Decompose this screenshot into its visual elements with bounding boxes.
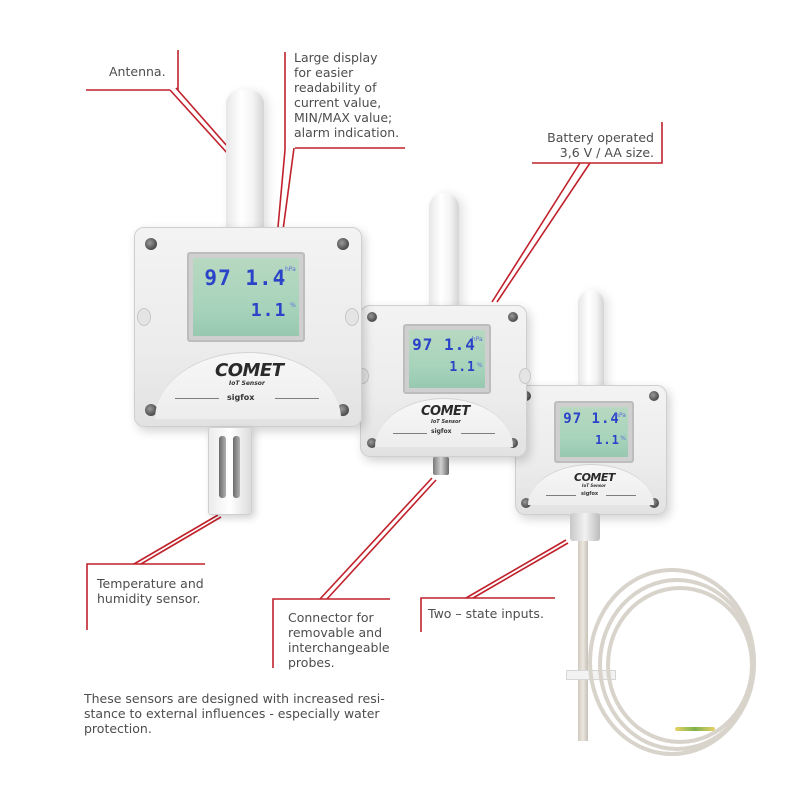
screw-icon [521, 498, 531, 508]
device-case: 97 1.4 hPa 1.1 % COMET IoT Sensor sigfox [515, 385, 667, 515]
device-medium: 97 1.4 hPa 1.1 % COMET IoT Sensor sigfox [355, 185, 531, 485]
footer-description: These sensors are designed with increase… [84, 691, 385, 736]
label-display: Large display for easier readability of … [294, 50, 400, 140]
screw-icon [508, 312, 518, 322]
lcd-secondary-unit: % [477, 362, 483, 369]
antenna [429, 193, 459, 318]
cable-gland [570, 513, 600, 541]
brand-logo: COMET [215, 360, 284, 381]
device-case: 97 1.4 hPa 1.1 % COMET IoT Sensor sigfox [134, 227, 362, 427]
lcd-secondary-value: 1.1 [250, 300, 287, 321]
antenna [226, 90, 264, 240]
sigfox-logo: sigfox [581, 491, 599, 497]
screw-icon [508, 438, 518, 448]
screw-icon [649, 391, 659, 401]
lcd-main-value: 97 1.4 [563, 411, 620, 427]
label-two-state-inputs: Two – state inputs. [428, 606, 544, 621]
label-connector: Connector for removable and interchangea… [288, 610, 390, 670]
brand-subtitle: IoT Sensor [431, 419, 461, 425]
cable-wires [675, 727, 715, 731]
screw-icon [367, 438, 377, 448]
lcd-secondary-unit: % [620, 435, 626, 442]
lcd-main-value: 97 1.4 [204, 266, 287, 290]
temperature-humidity-probe [208, 427, 252, 515]
label-battery: Battery operated 3,6 V / AA size. [547, 130, 654, 160]
lcd-display: 97 1.4 hPa 1.1 % [554, 401, 634, 463]
screw-icon [145, 238, 157, 250]
screw-icon [649, 498, 659, 508]
sigfox-logo: sigfox [431, 428, 452, 435]
lcd-display: 97 1.4 hPa 1.1 % [403, 324, 491, 394]
device-small: 97 1.4 hPa 1.1 % COMET IoT Sensor sigfox [510, 285, 670, 755]
lcd-main-unit: hPa [615, 412, 626, 419]
probe-connector [433, 457, 449, 475]
lcd-secondary-unit: % [290, 302, 296, 309]
label-antenna: Antenna. [109, 64, 166, 79]
brand-subtitle: IoT Sensor [582, 483, 606, 488]
device-large: 97 1.4 hPa 1.1 % COMET IoT Sensor sigfox [130, 85, 370, 525]
label-temperature-sensor: Temperature and humidity sensor. [97, 576, 204, 606]
antenna [578, 290, 604, 400]
lcd-main-unit: hPa [285, 266, 296, 273]
lcd-display: 97 1.4 hPa 1.1 % [187, 252, 305, 342]
brand-logo: COMET [574, 471, 615, 484]
device-case: 97 1.4 hPa 1.1 % COMET IoT Sensor sigfox [357, 305, 531, 457]
lcd-secondary-value: 1.1 [595, 433, 620, 447]
cable [578, 541, 588, 741]
lcd-secondary-value: 1.1 [449, 360, 476, 375]
lcd-main-value: 97 1.4 [412, 335, 476, 354]
screw-icon [145, 404, 157, 416]
screw-icon [337, 238, 349, 250]
brand-subtitle: IoT Sensor [229, 380, 265, 387]
lcd-main-unit: hPa [471, 336, 483, 343]
brand-logo: COMET [421, 404, 470, 419]
screw-icon [367, 312, 377, 322]
sigfox-logo: sigfox [227, 393, 255, 402]
